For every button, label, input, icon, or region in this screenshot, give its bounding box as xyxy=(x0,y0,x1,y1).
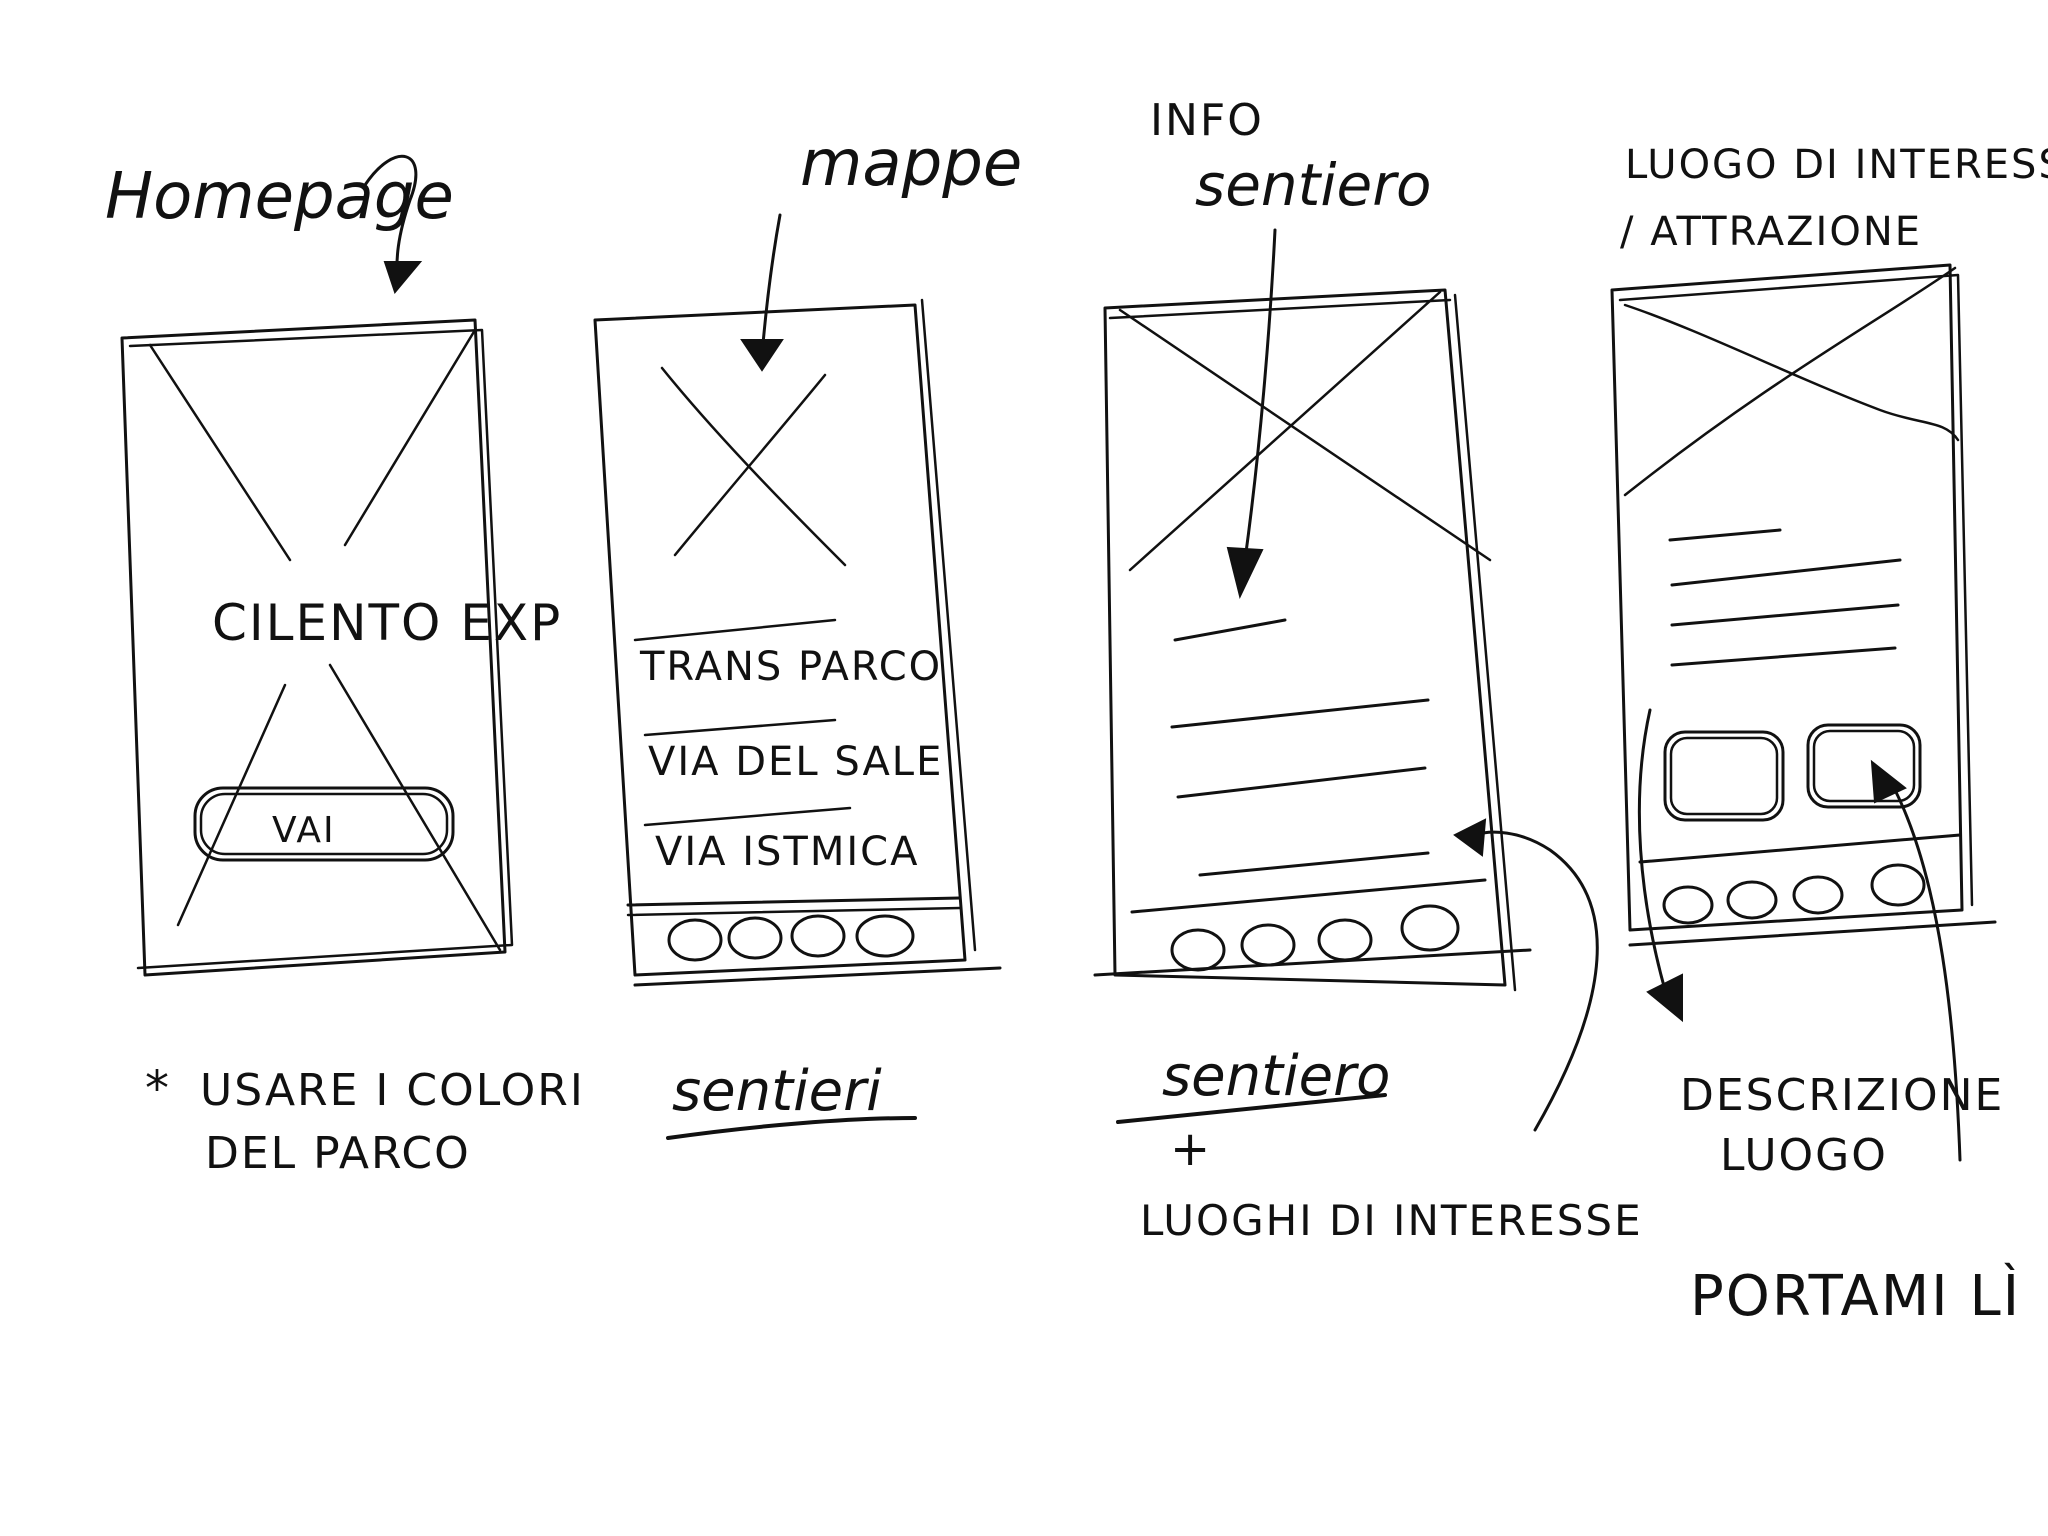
text-line-placeholder xyxy=(1173,618,1287,642)
list-divider xyxy=(633,618,837,642)
info-phone-frame-inner xyxy=(1108,298,1452,320)
text-line-placeholder xyxy=(1198,851,1430,877)
trail-list-item[interactable]: VIA DEL SALE xyxy=(648,739,943,785)
mappe-note-underline xyxy=(666,1116,917,1140)
placeholder-x-line xyxy=(1623,266,1957,497)
homepage-note-marker: * xyxy=(145,1061,171,1117)
homepage-arrow-line xyxy=(363,154,418,287)
placeholder-x-line xyxy=(148,343,292,562)
mappe-arrow-head-icon xyxy=(740,339,784,372)
placeholder-x-line xyxy=(1118,308,1492,562)
vai-button-label: VAI xyxy=(272,810,336,851)
phone-bottom-line xyxy=(1093,948,1532,977)
mappe-arrow-line xyxy=(760,213,782,357)
homepage-wireframe: Homepage CILENTO EXP VAI * USARE I COLOR… xyxy=(105,154,585,1179)
homepage-note-line1: USARE I COLORI xyxy=(200,1065,585,1116)
bottom-nav xyxy=(1662,863,1926,925)
luogo-phone-frame xyxy=(1610,263,1964,932)
phone-bottom-line xyxy=(633,966,1002,987)
text-line-placeholder xyxy=(1668,528,1782,542)
luogo-action-button-inner xyxy=(1669,736,1779,816)
placeholder-x-line xyxy=(673,373,827,557)
nav-circle-icon[interactable] xyxy=(727,916,783,960)
list-divider xyxy=(643,806,852,827)
mappe-wireframe: mappe TRANS PARCO VIA DEL SALE VIA ISTMI… xyxy=(593,127,1022,1140)
phone-bottom-line xyxy=(1628,920,1997,947)
luogo-phone-frame-inner xyxy=(1618,273,1974,907)
luogo-left-arrow-head-icon xyxy=(1646,973,1683,1023)
mappe-note: sentieri xyxy=(672,1059,882,1124)
info-caption-line1: INFO xyxy=(1150,95,1264,146)
nav-divider xyxy=(626,906,962,917)
nav-circle-icon[interactable] xyxy=(1400,904,1460,952)
list-divider xyxy=(643,718,837,737)
info-side-arrow-head-icon xyxy=(1453,818,1487,857)
luogo-right-arrow-head-icon xyxy=(1870,759,1907,804)
luogo-note-line2: LUOGO xyxy=(1720,1130,1888,1181)
vai-button-outline xyxy=(193,786,455,862)
placeholder-x-line xyxy=(328,663,502,952)
info-note-plus: + xyxy=(1170,1121,1212,1177)
vai-button[interactable]: VAI xyxy=(193,786,455,862)
placeholder-x-line xyxy=(176,683,287,927)
placeholder-x-line xyxy=(1623,303,1960,442)
luogo-note-line3: PORTAMI LÌ xyxy=(1690,1263,2021,1329)
info-note-line2: LUOGHI DI INTERESSE xyxy=(1140,1196,1643,1245)
nav-divider xyxy=(1638,833,1962,864)
nav-circle-icon[interactable] xyxy=(1726,880,1778,920)
info-note-underline xyxy=(1116,1093,1387,1124)
homepage-phone-frame-inner xyxy=(128,328,514,970)
trail-list-item[interactable]: VIA ISTMICA xyxy=(655,829,919,875)
nav-circle-icon[interactable] xyxy=(790,914,846,958)
trail-list: TRANS PARCO VIA DEL SALE VIA ISTMICA xyxy=(633,618,943,875)
info-arrow-line xyxy=(1243,228,1277,562)
mappe-caption: mappe xyxy=(800,127,1022,201)
portami-li-button-inner xyxy=(1812,729,1916,803)
nav-circle-icon[interactable] xyxy=(1662,885,1714,925)
text-line-placeholder xyxy=(1176,766,1427,799)
luogo-caption-line2: / ATTRAZIONE xyxy=(1620,209,1922,255)
nav-circle-icon[interactable] xyxy=(1170,928,1226,972)
text-line-placeholder xyxy=(1670,558,1902,587)
nav-circle-icon[interactable] xyxy=(1870,863,1926,907)
text-line-placeholder xyxy=(1670,603,1900,627)
info-arrow-head-icon xyxy=(1226,546,1264,599)
luogo-wireframe: LUOGO DI INTERESSE / ATTRAZIONE xyxy=(1610,142,2048,1329)
nav-circle-icon[interactable] xyxy=(1240,923,1296,967)
homepage-phone-frame xyxy=(120,318,507,977)
nav-circle-icon[interactable] xyxy=(1317,918,1373,962)
homepage-caption: Homepage xyxy=(105,160,454,234)
placeholder-x-line xyxy=(1128,290,1442,572)
nav-circle-icon[interactable] xyxy=(667,918,723,962)
homepage-app-title: CILENTO EXP xyxy=(212,594,562,652)
bottom-nav xyxy=(1170,904,1460,972)
homepage-arrow-head-icon xyxy=(383,261,423,295)
nav-circle-icon[interactable] xyxy=(1792,875,1844,915)
nav-divider xyxy=(626,896,962,907)
luogo-left-arrow-line xyxy=(1637,708,1667,992)
placeholder-x-line xyxy=(660,366,847,567)
nav-divider xyxy=(1130,878,1487,914)
luogo-right-arrow-line xyxy=(1893,788,1962,1162)
homepage-note-line2: DEL PARCO xyxy=(205,1128,471,1179)
mappe-phone-frame xyxy=(593,303,967,977)
info-phone-frame-edge xyxy=(1453,293,1517,992)
portami-li-button[interactable] xyxy=(1806,723,1922,809)
mappe-phone-frame-edge xyxy=(920,298,977,952)
info-sentiero-wireframe: INFO sentiero sentiero + LUOGHI DI INTER… xyxy=(1093,95,1643,1245)
info-caption-line2: sentiero xyxy=(1195,151,1432,219)
luogo-action-button[interactable] xyxy=(1663,730,1785,822)
vai-button-outline-inner xyxy=(199,792,449,856)
info-side-arrow-line xyxy=(1473,830,1599,1132)
luogo-note-line1: DESCRIZIONE xyxy=(1680,1070,2004,1121)
nav-circle-icon[interactable] xyxy=(855,914,915,958)
placeholder-x-line xyxy=(343,328,477,547)
info-phone-frame xyxy=(1103,288,1507,987)
text-line-placeholder xyxy=(1670,646,1897,667)
luogo-caption-line1: LUOGO DI INTERESSE xyxy=(1625,142,2048,188)
bottom-nav xyxy=(667,914,915,962)
text-line-placeholder xyxy=(1170,698,1430,729)
trail-list-item[interactable]: TRANS PARCO xyxy=(639,644,942,690)
